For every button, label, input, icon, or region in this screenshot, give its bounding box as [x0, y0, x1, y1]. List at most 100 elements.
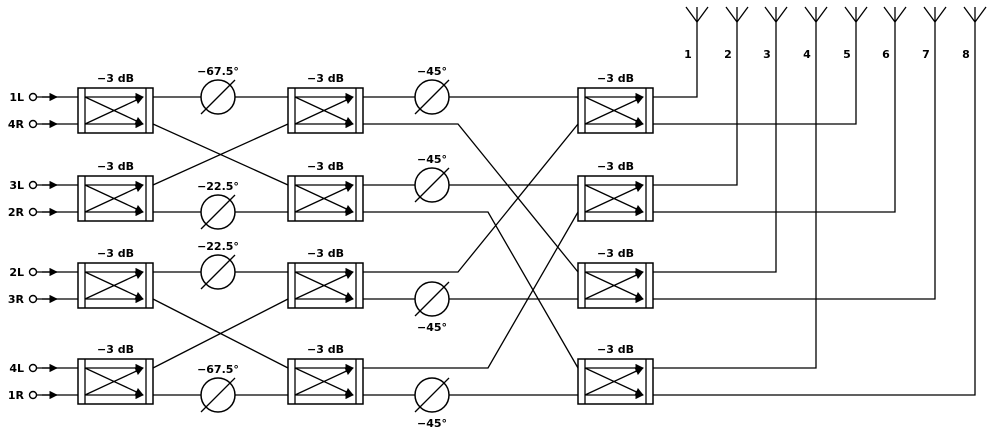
hybrid-couplers-stage2: −3 dB −3 dB −3 dB −3 dB	[288, 72, 363, 404]
phase-shifter-label: −45°	[417, 65, 447, 78]
antenna-icon	[764, 6, 788, 49]
input-port-1l: 1L	[9, 91, 78, 104]
coupler-gain-label: −3 dB	[97, 160, 134, 173]
phase-shifter-label: −45°	[417, 153, 447, 166]
input-terminal-icon	[28, 294, 38, 304]
coupler-gain-label: −3 dB	[597, 247, 634, 260]
input-port-2l: 2L	[9, 266, 78, 279]
signal-wire-crossover	[363, 211, 579, 369]
hybrid-couplers-stage1: −3 dB −3 dB −3 dB −3 dB	[78, 72, 153, 404]
hybrid-coupler-icon	[578, 263, 653, 308]
antenna-feed-wire	[653, 48, 896, 213]
hybrid-coupler-icon	[578, 88, 653, 133]
input-port-1r: 1R	[8, 389, 78, 402]
input-port-label: 3L	[9, 179, 24, 192]
phase-shifter-icon	[414, 79, 450, 115]
input-port-label: 4L	[9, 362, 24, 375]
antenna-icon	[725, 6, 749, 49]
antenna-number: 7	[922, 48, 930, 61]
input-port-4l: 4L	[9, 362, 78, 375]
phase-shifter-icon	[200, 254, 236, 290]
wires-stage3-to-antennas	[653, 48, 976, 396]
input-terminal-icon	[28, 119, 38, 129]
signal-wire-crossover	[363, 123, 579, 273]
coupler-gain-label: −3 dB	[307, 247, 344, 260]
phase-shifter-icon	[414, 281, 450, 317]
phase-shifter-icon	[200, 377, 236, 413]
signal-wire-crossover	[152, 298, 289, 369]
hybrid-coupler-icon	[78, 88, 153, 133]
coupler-gain-label: −3 dB	[597, 160, 634, 173]
antenna-icon	[963, 6, 987, 49]
antenna-feed-wire	[653, 48, 976, 396]
input-terminal-icon	[28, 267, 38, 277]
hybrid-couplers-stage3: −3 dB −3 dB −3 dB −3 dB	[578, 72, 653, 404]
coupler-gain-label: −3 dB	[307, 160, 344, 173]
phase-shifter-label: −67.5°	[197, 363, 239, 376]
antenna-number: 1	[684, 48, 692, 61]
wires-stage2-to-stage3	[363, 96, 579, 396]
phase-shifter-label: −22.5°	[197, 240, 239, 253]
input-ports: 1L 4R 3L 2R 2L	[8, 91, 78, 402]
antenna-feed-wire	[653, 48, 777, 273]
input-port-3r: 3R	[8, 293, 78, 306]
antenna-number: 6	[882, 48, 890, 61]
antenna-number: 3	[763, 48, 771, 61]
phase-shifter-label: −45°	[417, 321, 447, 334]
antenna-number: 8	[962, 48, 970, 61]
input-port-label: 3R	[8, 293, 25, 306]
coupler-gain-label: −3 dB	[97, 343, 134, 356]
coupler-gain-label: −3 dB	[597, 343, 634, 356]
input-terminal-icon	[28, 92, 38, 102]
hybrid-coupler-icon	[78, 263, 153, 308]
antenna-icon	[923, 6, 947, 49]
input-port-2r: 2R	[8, 206, 78, 219]
hybrid-coupler-icon	[578, 359, 653, 404]
phase-shifter-icon	[414, 167, 450, 203]
hybrid-coupler-icon	[78, 359, 153, 404]
phase-shifter-icon	[200, 194, 236, 230]
input-terminal-icon	[28, 363, 38, 373]
coupler-gain-label: −3 dB	[97, 72, 134, 85]
signal-wire-crossover	[363, 211, 579, 369]
phase-shifter-icon	[200, 79, 236, 115]
signal-wire-crossover	[152, 123, 289, 186]
hybrid-coupler-icon	[288, 359, 363, 404]
antenna-icon	[844, 6, 868, 49]
antenna-icon	[685, 6, 709, 49]
phase-shifter-label: −45°	[417, 417, 447, 430]
input-terminal-icon	[28, 180, 38, 190]
antenna-number: 4	[803, 48, 811, 61]
input-port-label: 1L	[9, 91, 24, 104]
input-port-label: 2L	[9, 266, 24, 279]
coupler-gain-label: −3 dB	[307, 343, 344, 356]
phase-shifter-label: −22.5°	[197, 180, 239, 193]
hybrid-coupler-icon	[78, 176, 153, 221]
antenna-feed-wire	[653, 48, 857, 125]
antenna-array: 1 2 3 4 5 6 7 8	[684, 6, 987, 61]
input-port-label: 4R	[8, 118, 25, 131]
antenna-feed-wire	[653, 48, 936, 300]
antenna-icon	[883, 6, 907, 49]
input-port-label: 1R	[8, 389, 25, 402]
input-port-4r: 4R	[8, 118, 78, 131]
coupler-gain-label: −3 dB	[307, 72, 344, 85]
antenna-feed-wire	[653, 48, 738, 186]
signal-wire-crossover	[363, 123, 579, 273]
hybrid-coupler-icon	[288, 176, 363, 221]
antenna-feed-wire	[653, 48, 698, 98]
antenna-number: 2	[724, 48, 732, 61]
hybrid-coupler-icon	[578, 176, 653, 221]
coupler-gain-label: −3 dB	[597, 72, 634, 85]
phase-shifter-label: −67.5°	[197, 65, 239, 78]
phase-shifters-stage1: −67.5° −22.5° −22.5° −67.5°	[197, 65, 239, 413]
hybrid-coupler-icon	[288, 263, 363, 308]
input-terminal-icon	[28, 207, 38, 217]
phase-shifter-icon	[414, 377, 450, 413]
antenna-feed-wire	[653, 48, 817, 369]
hybrid-coupler-icon	[288, 88, 363, 133]
input-port-3l: 3L	[9, 179, 78, 192]
phase-shifters-stage2: −45° −45° −45° −45°	[414, 65, 450, 430]
input-port-label: 2R	[8, 206, 25, 219]
